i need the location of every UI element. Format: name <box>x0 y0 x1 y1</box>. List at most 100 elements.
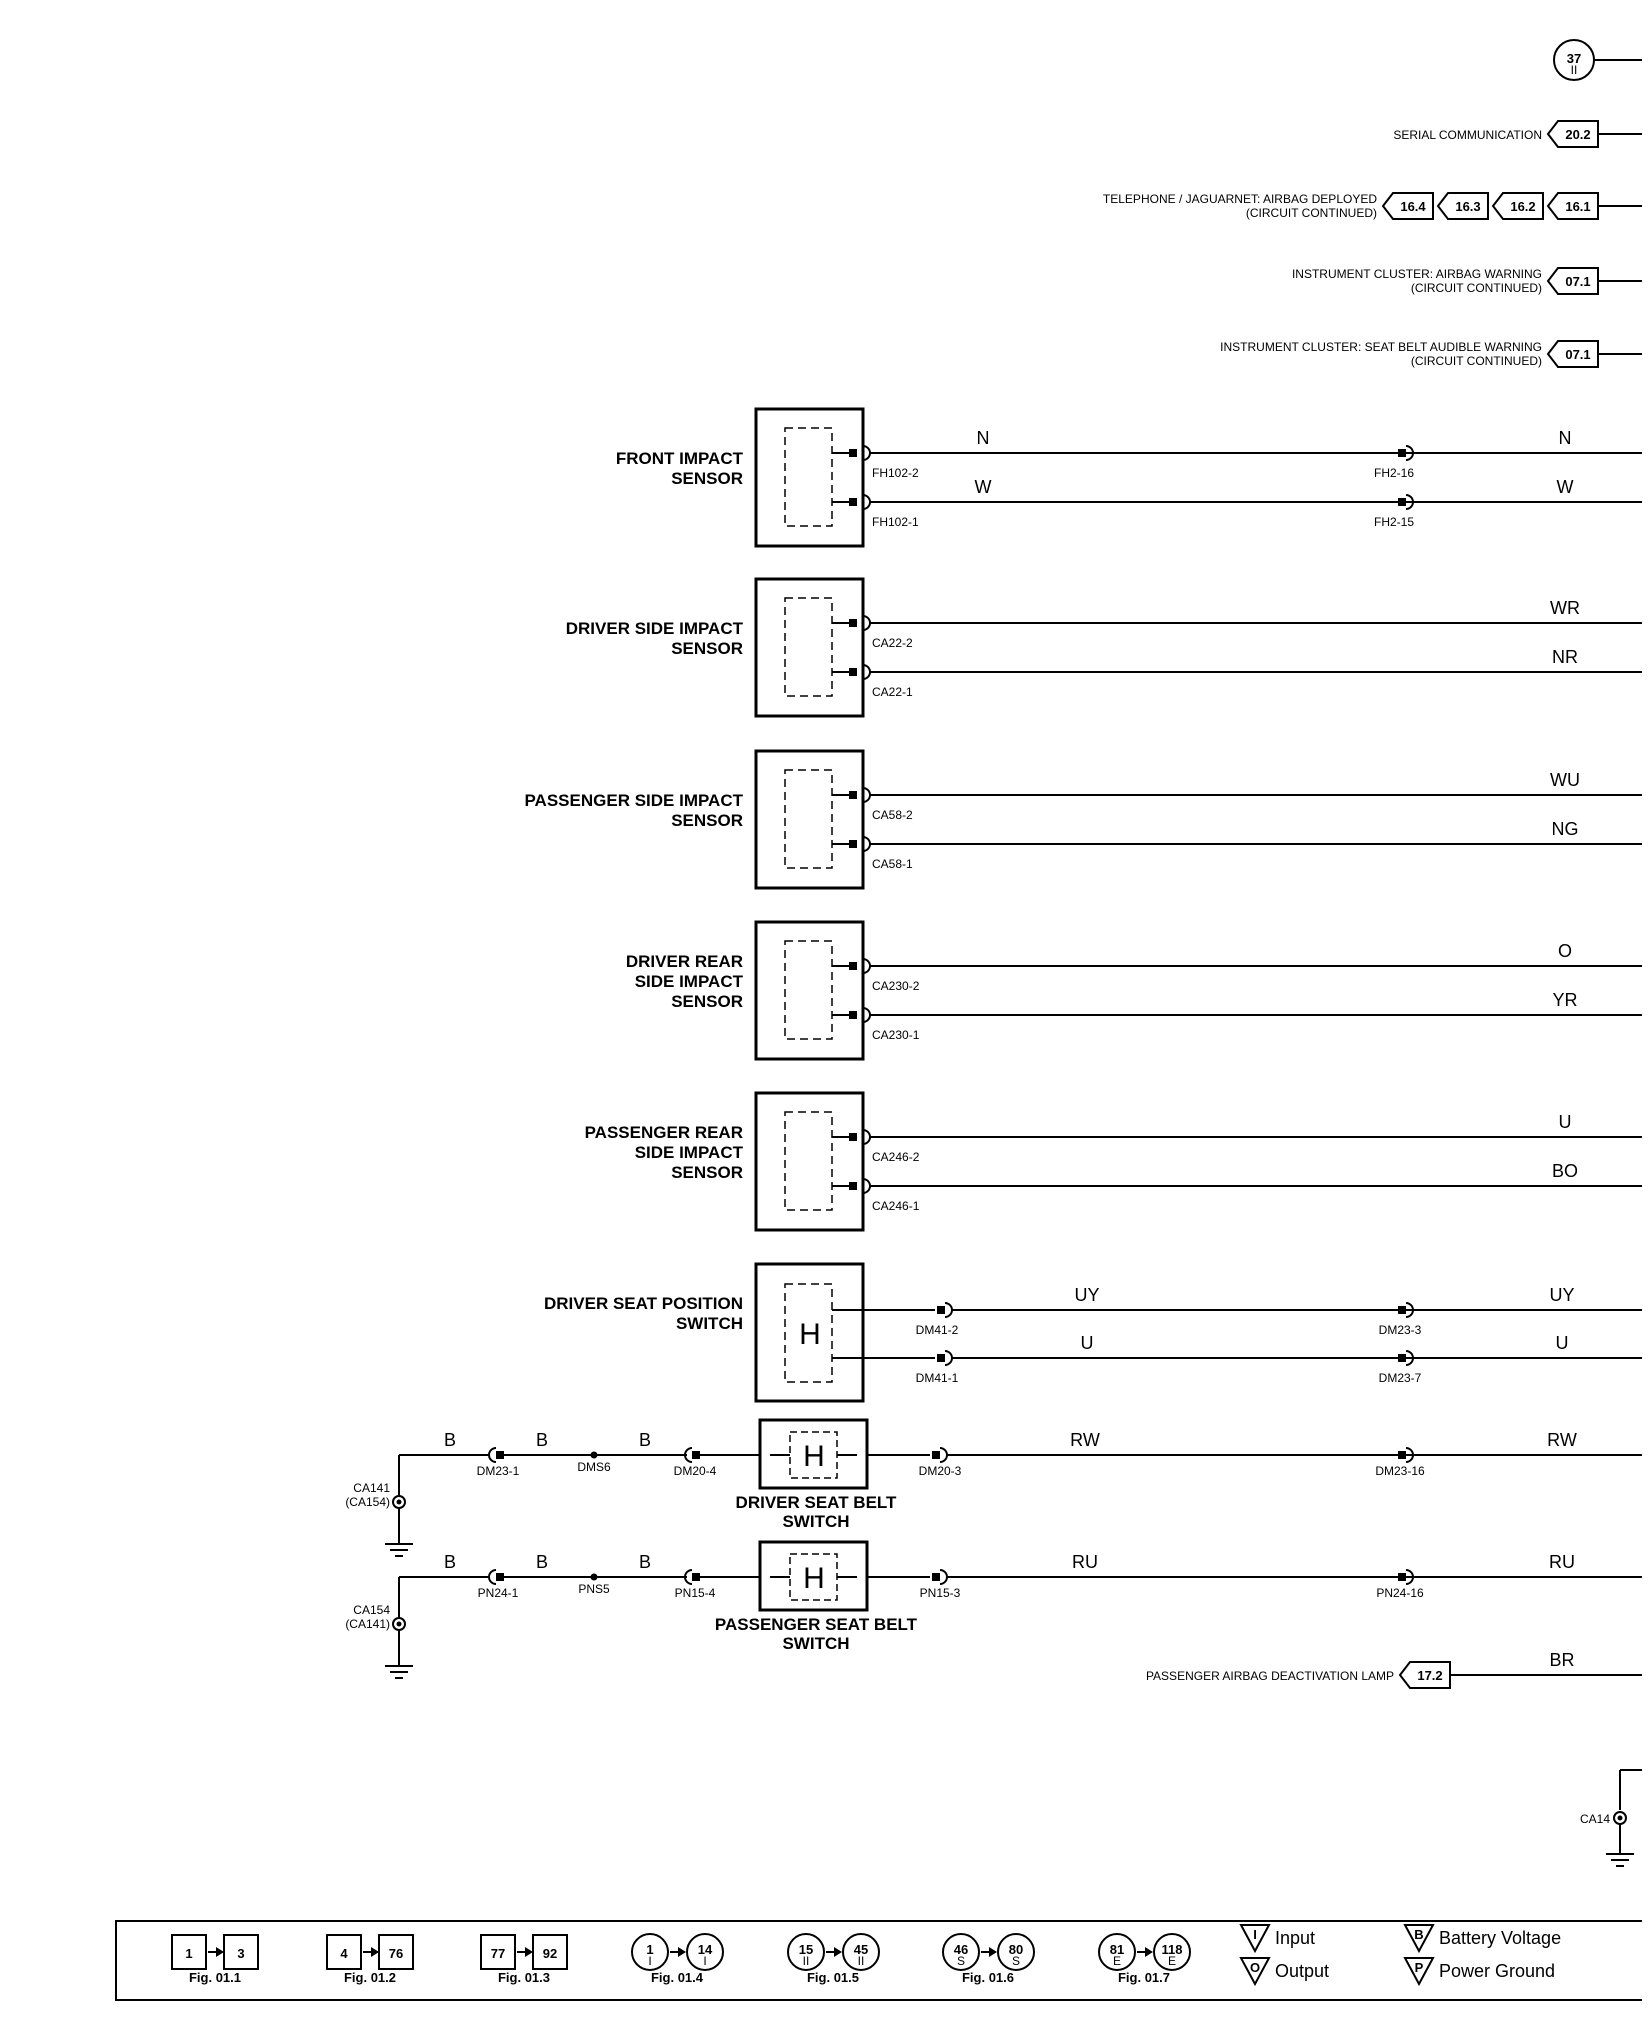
pin-arc <box>1405 1447 1414 1463</box>
pin-arc <box>1405 445 1414 461</box>
legend-fig-label: Fig. 01.7 <box>1118 1970 1170 1985</box>
pin-label: FH102-2 <box>872 466 919 480</box>
wire-color-right: BO <box>1552 1161 1578 1181</box>
pin-arc <box>939 1447 948 1463</box>
legend-symbol-text: Battery Voltage <box>1439 1928 1561 1948</box>
pin-label: CA58-2 <box>872 808 913 822</box>
sensor-name: SENSOR <box>671 469 743 488</box>
legend-from: 46 <box>954 1942 968 1957</box>
ref-circle-number: 37 <box>1567 51 1581 66</box>
legend-to: 80 <box>1009 1942 1023 1957</box>
legend-fig-label: Fig. 01.3 <box>498 1970 550 1985</box>
ground-symbol <box>385 1652 413 1679</box>
wire-color-right: YR <box>1552 990 1577 1010</box>
legend-from-circle <box>1098 1933 1136 1971</box>
pin-block <box>1398 1306 1406 1314</box>
sensor-name: SENSOR <box>671 639 743 658</box>
pin-block <box>849 1182 857 1190</box>
ground-label-alt: (CA154) <box>345 1495 390 1509</box>
seat-position-dashed-element <box>784 1283 833 1383</box>
pin-block <box>849 668 857 676</box>
pin-block <box>1398 449 1406 457</box>
legend-to: 92 <box>543 1946 557 1961</box>
legend-from-square <box>480 1934 516 1970</box>
legend-arrow-head <box>989 1947 997 1957</box>
legend-symbol-text: Power Ground <box>1439 1961 1555 1981</box>
seat-belt-name: DRIVER SEAT BELT <box>736 1493 897 1512</box>
wire-color-b: B <box>444 1430 456 1450</box>
legend-from: 1 <box>646 1942 653 1957</box>
wire-color-left: RU <box>1072 1552 1098 1572</box>
legend-symbol-glyph: P <box>1415 1960 1424 1975</box>
legend-symbol-glyph: B <box>1414 1927 1423 1942</box>
ref-label: INSTRUMENT CLUSTER: AIRBAG WARNING <box>1292 267 1542 281</box>
legend-to-sub: S <box>1012 1954 1020 1968</box>
pin-label: CA230-1 <box>872 1028 920 1042</box>
pin-arc <box>488 1569 497 1585</box>
pin-in-label: DM20-4 <box>674 1464 717 1478</box>
inline-connector <box>1398 1569 1414 1585</box>
legend-fig-label: Fig. 01.5 <box>807 1970 859 1985</box>
pin-label: CA22-1 <box>872 685 913 699</box>
wire-color-right: U <box>1556 1333 1569 1353</box>
legend-from: 77 <box>491 1946 505 1961</box>
legend-from: 1 <box>185 1946 192 1961</box>
hall-symbol: H <box>803 1440 825 1473</box>
legend-to-circle <box>1153 1933 1191 1971</box>
legend-to: 3 <box>237 1946 244 1961</box>
legend-to: 14 <box>698 1942 713 1957</box>
sensor-box <box>754 407 865 548</box>
pin-arc <box>1405 494 1414 510</box>
legend-to-square <box>378 1934 414 1970</box>
ref-label: INSTRUMENT CLUSTER: SEAT BELT AUDIBLE WA… <box>1220 340 1542 354</box>
legend-from: 15 <box>799 1942 813 1957</box>
inline-label: FH2-15 <box>1374 515 1414 529</box>
inline-label: PN24-16 <box>1376 1586 1424 1600</box>
legend-to-circle <box>686 1933 724 1971</box>
legend-symbol-triangle <box>1403 1924 1435 1954</box>
sensor-name: SIDE IMPACT <box>635 972 744 991</box>
wire-color-right: W <box>1557 477 1574 497</box>
sensor-dashed-element <box>784 427 833 527</box>
sensor-name: FRONT IMPACT <box>616 449 744 468</box>
pin-block <box>937 1354 945 1362</box>
pin-block <box>849 498 857 506</box>
legend-to-sub: II <box>858 1954 865 1968</box>
wire-color-b: B <box>536 1552 548 1572</box>
legend-from-circle <box>631 1933 669 1971</box>
wire-color-right: NG <box>1552 819 1579 839</box>
sensor-name: SENSOR <box>671 1163 743 1182</box>
wire-color-left: RW <box>1070 1430 1100 1450</box>
ref-flag-16.4 <box>1381 192 1434 220</box>
pin-label: DM41-1 <box>916 1371 959 1385</box>
legend-arrow-head <box>525 1947 533 1957</box>
wire-color-b: B <box>639 1430 651 1450</box>
pin-arc <box>488 1447 497 1463</box>
legend-from: 4 <box>340 1946 348 1961</box>
legend-from-square <box>171 1934 207 1970</box>
inline-label: DM23-7 <box>1379 1371 1422 1385</box>
legend-fig-label: Fig. 01.1 <box>189 1970 241 1985</box>
ref-flag-16.2-label: 16.2 <box>1510 199 1535 214</box>
wire-color-left: W <box>975 477 992 497</box>
ref-flag-16.2 <box>1491 192 1544 220</box>
ref-flag-16.1-label: 16.1 <box>1565 199 1590 214</box>
sensor-dashed-element <box>784 597 833 697</box>
legend-from-circle <box>787 1933 825 1971</box>
legend-from-square <box>326 1934 362 1970</box>
lamp-ref-flag-label: 17.2 <box>1417 1668 1442 1683</box>
inline-label: FH2-16 <box>1374 466 1414 480</box>
splice-label: DMS6 <box>577 1460 611 1474</box>
pin-out-label: DM20-3 <box>919 1464 962 1478</box>
pin-arc <box>684 1569 693 1585</box>
wire-color-right: O <box>1558 941 1572 961</box>
ref-flag-07.1-label: 07.1 <box>1565 274 1590 289</box>
pin-block <box>849 449 857 457</box>
hall-symbol: H <box>803 1562 825 1595</box>
pin-arc <box>939 1569 948 1585</box>
sensor-box <box>754 749 865 890</box>
ground-label: CA14 <box>1580 1812 1610 1826</box>
